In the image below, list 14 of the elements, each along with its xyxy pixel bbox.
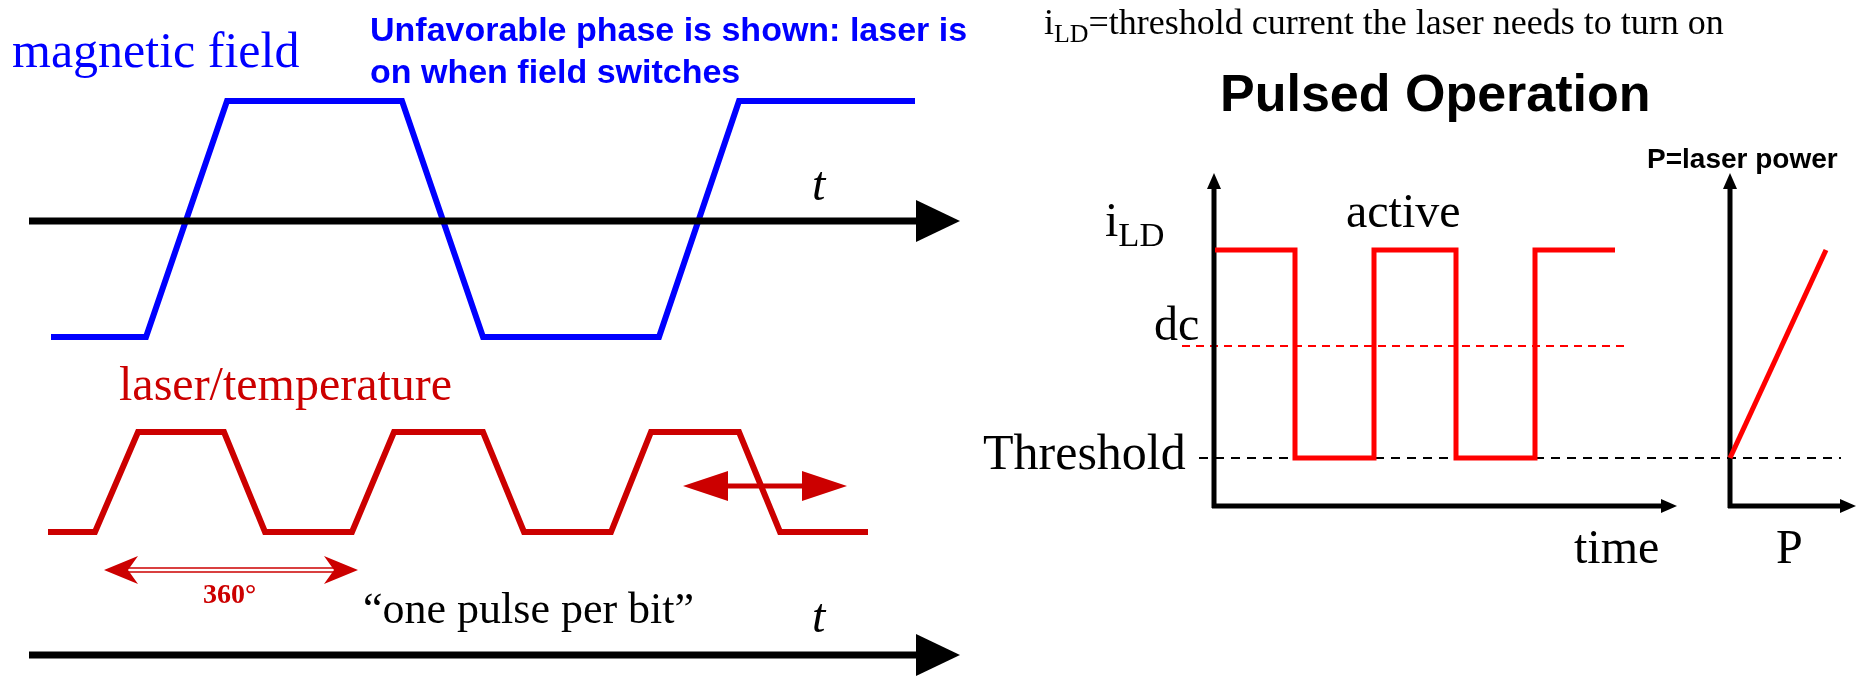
state-label: active — [1346, 187, 1461, 236]
axis-label: t — [812, 160, 826, 209]
axis-title: P=laser power — [1647, 145, 1838, 174]
angle-label: 360° — [203, 580, 257, 609]
axis-label: P — [1776, 523, 1803, 572]
level-label: Threshold — [983, 426, 1186, 477]
note-text: Unfavorable phase is shown: laser is on when field switches — [370, 8, 969, 92]
axis-label: time — [1574, 523, 1660, 572]
caption-text: “one pulse per bit” — [363, 586, 695, 631]
axis-label: i$_{LD}$ — [1105, 196, 1165, 245]
definition-text: i$_{LD}$=threshold current the laser needs to turn on — [1044, 3, 1724, 40]
axis-label: t — [812, 592, 826, 641]
level-label: dc — [1154, 300, 1200, 349]
signal-label: laser/temperature — [119, 360, 453, 409]
